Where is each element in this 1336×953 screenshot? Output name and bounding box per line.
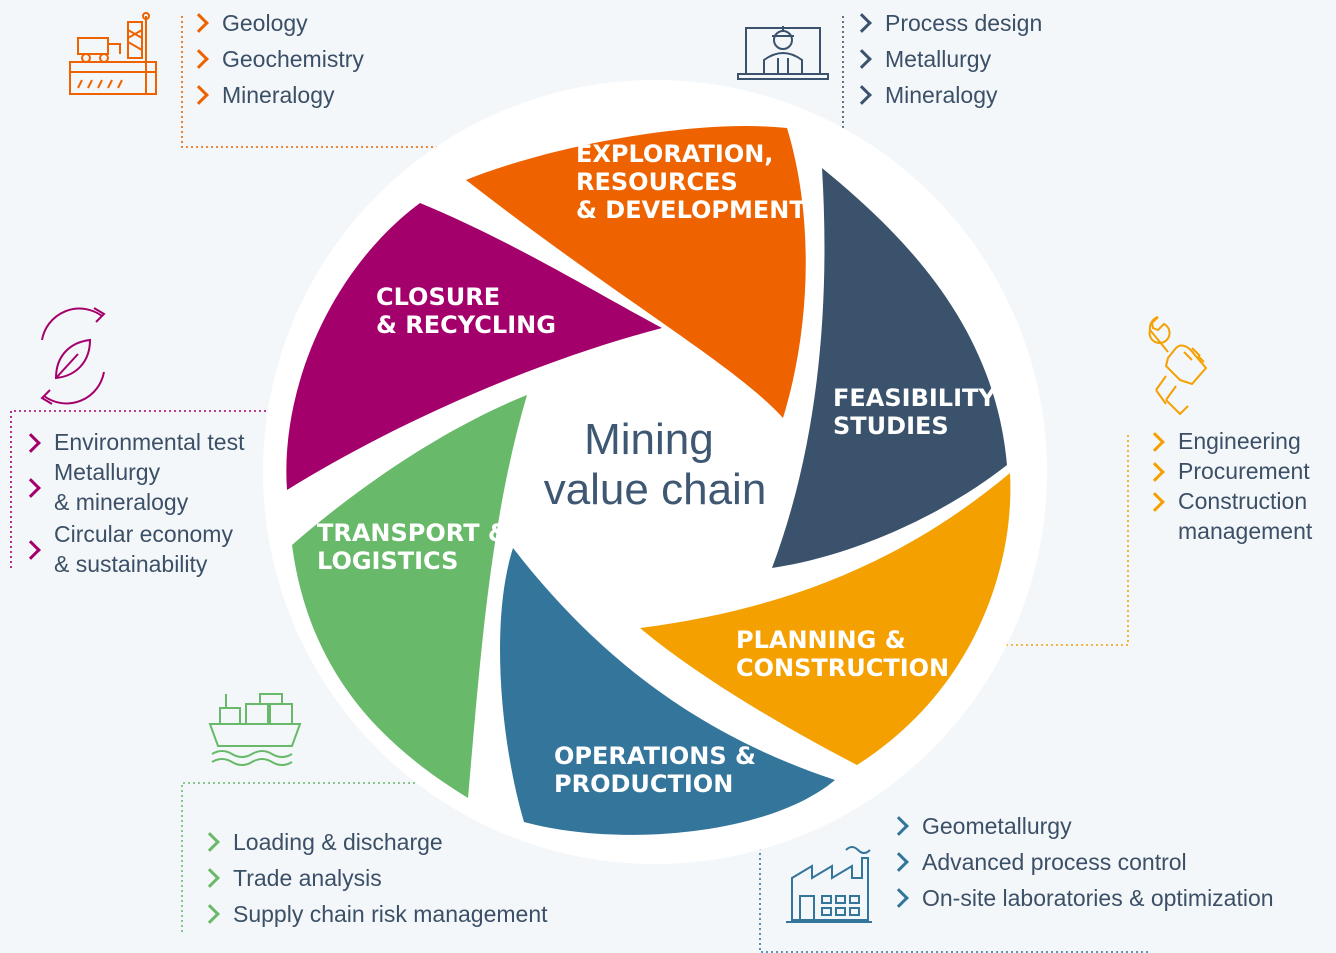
connector-operations <box>759 828 1148 953</box>
factory-icon <box>786 846 872 923</box>
connector-closure <box>10 410 292 568</box>
list-item: Environmental test <box>18 427 244 457</box>
list-closure: Environmental test Metallurgy & mineralo… <box>18 427 244 579</box>
segment-operations[interactable] <box>500 548 835 835</box>
segment-label-exploration: EXPLORATION, RESOURCES & DEVELOPMENT <box>576 140 806 224</box>
list-planning: Engineering Procurement Construction man… <box>1142 426 1312 546</box>
chevron-right-icon <box>852 13 872 33</box>
center-title: Mining value chain <box>544 415 767 514</box>
list-item: Mineralogy <box>186 77 364 113</box>
chevron-right-icon <box>189 49 209 69</box>
list-item: Metallurgy <box>849 41 1042 77</box>
list-item: Process design <box>849 5 1042 41</box>
chevron-right-icon <box>852 49 872 69</box>
list-item: Metallurgy <box>18 457 244 498</box>
segment-closure[interactable] <box>286 203 662 490</box>
cargo-ship-icon <box>208 693 302 766</box>
chevron-right-icon <box>852 85 872 105</box>
drilling-rig-icon <box>69 12 157 95</box>
list-item: Circular economy <box>18 519 244 560</box>
list-transport: Loading & discharge Trade analysis Suppl… <box>197 824 548 932</box>
chevron-right-icon <box>1145 462 1165 482</box>
list-item: Engineering <box>1142 426 1312 456</box>
list-item: Mineralogy <box>849 77 1042 113</box>
list-item: Supply chain risk management <box>197 896 548 932</box>
chevron-right-icon <box>200 904 220 924</box>
connector-planning <box>975 435 1129 646</box>
chevron-right-icon <box>889 852 909 872</box>
list-item: & mineralogy <box>54 489 189 515</box>
list-item: & sustainability <box>54 551 208 577</box>
connector-transport <box>181 782 462 932</box>
list-feasibility: Process design Metallurgy Mineralogy <box>849 5 1042 113</box>
chevron-right-icon <box>189 85 209 105</box>
segment-label-planning: PLANNING & CONSTRUCTION <box>736 626 949 682</box>
list-item: Geology <box>186 5 364 41</box>
segment-label-closure: CLOSURE & RECYCLING <box>376 283 556 339</box>
segment-planning[interactable] <box>640 473 1011 765</box>
segment-label-feasibility: FEASIBILITY STUDIES <box>833 384 1004 440</box>
segment-label-transport: TRANSPORT & LOGISTICS <box>317 519 517 575</box>
segment-transport[interactable] <box>292 395 527 798</box>
chevron-right-icon <box>189 13 209 33</box>
chevron-right-icon <box>200 832 220 852</box>
list-item: Procurement <box>1142 456 1312 486</box>
list-operations: Geometallurgy Advanced process control O… <box>886 808 1274 916</box>
list-item: Trade analysis <box>197 860 548 896</box>
list-item: Geochemistry <box>186 41 364 77</box>
connector-exploration <box>181 16 505 148</box>
chevron-right-icon <box>889 816 909 836</box>
list-item: management <box>1178 518 1313 544</box>
list-item: Advanced process control <box>886 844 1274 880</box>
segment-feasibility[interactable] <box>772 168 1007 568</box>
chevron-right-icon <box>1145 432 1165 452</box>
list-item: Geometallurgy <box>886 808 1274 844</box>
recycle-leaf-icon <box>40 307 106 405</box>
list-item: Loading & discharge <box>197 824 548 860</box>
segment-exploration[interactable] <box>466 126 806 418</box>
wrench-hand-icon <box>1148 316 1208 416</box>
chevron-right-icon <box>21 433 41 453</box>
list-item: On-site laboratories & optimization <box>886 880 1274 916</box>
segment-label-operations: OPERATIONS & PRODUCTION <box>554 742 764 798</box>
list-item: Construction <box>1142 486 1312 516</box>
chevron-right-icon <box>1145 492 1165 512</box>
chevron-right-icon <box>200 868 220 888</box>
list-exploration: Geology Geochemistry Mineralogy <box>186 5 364 113</box>
chevron-right-icon <box>889 888 909 908</box>
engineer-laptop-icon <box>737 26 829 80</box>
